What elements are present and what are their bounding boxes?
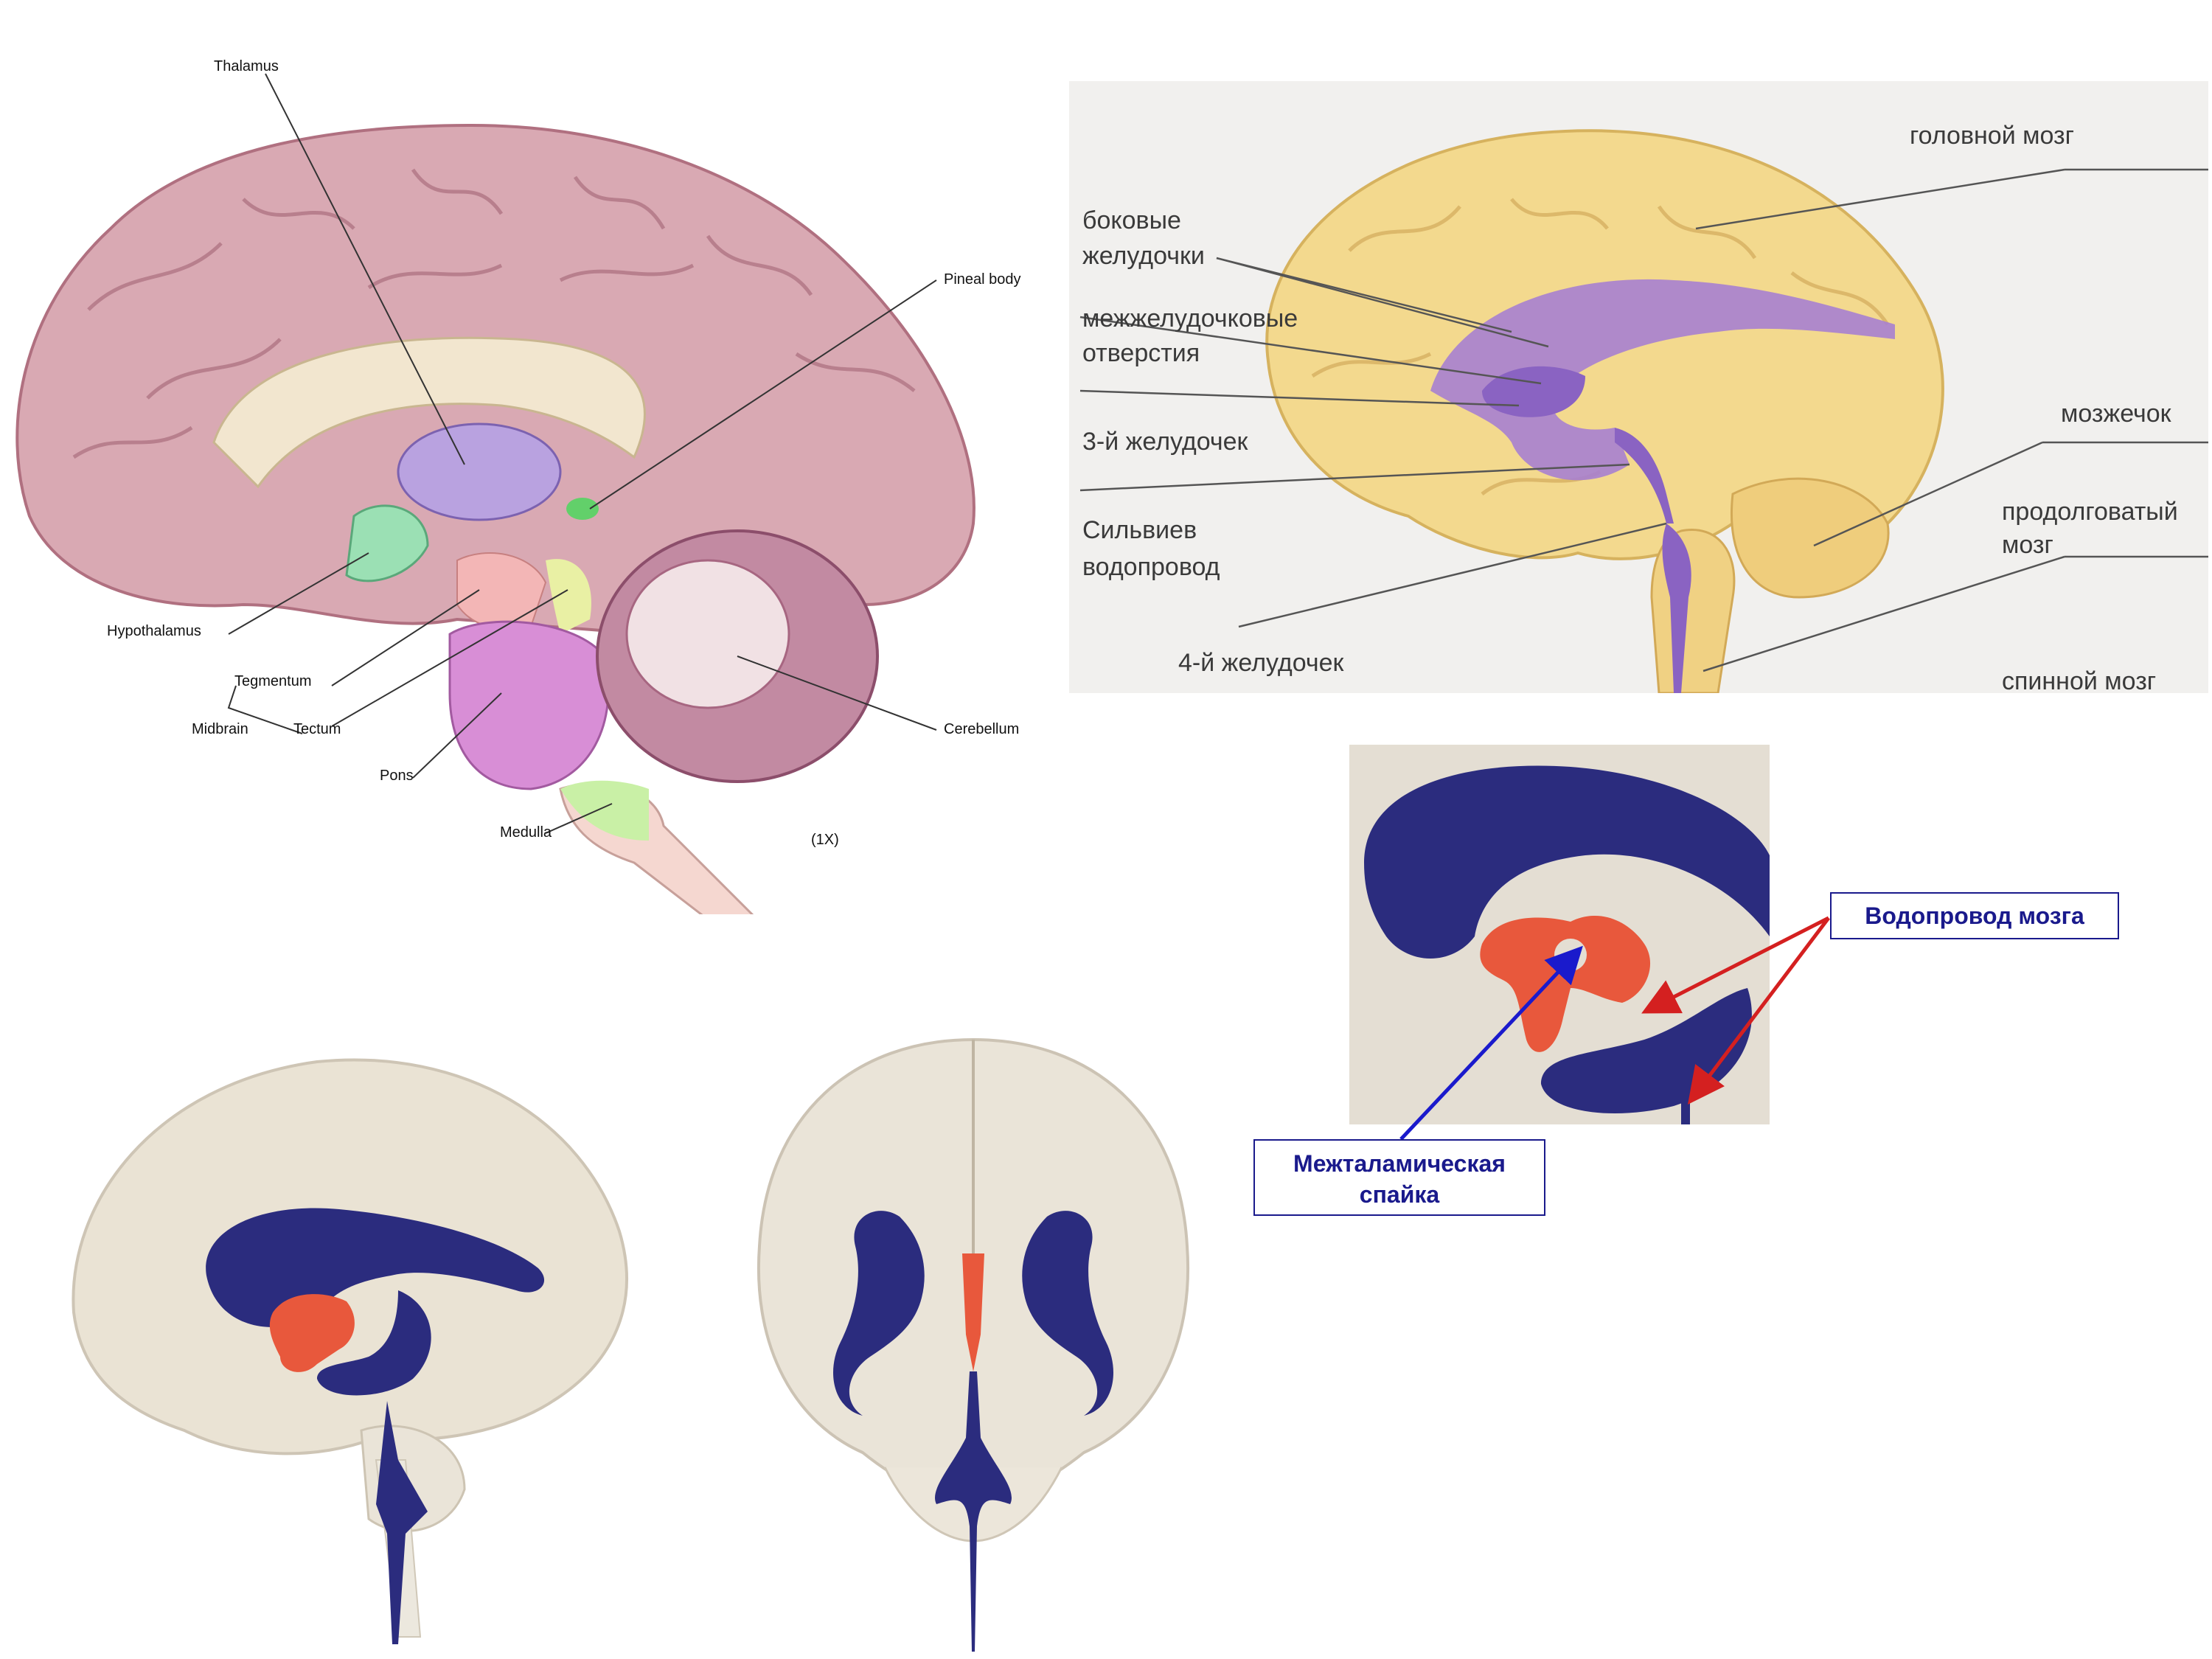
hypothalamus-region — [345, 504, 429, 582]
temporal-horn-3d — [317, 1290, 431, 1396]
tectum-region — [546, 559, 591, 634]
lateral-ventricles — [1430, 279, 1895, 481]
label-tegmentum: Tegmentum — [234, 673, 312, 689]
callout-adhesion-line1: Межталамическая — [1293, 1150, 1506, 1177]
third-ventricle-3d — [269, 1294, 355, 1372]
label-thalamus: Thalamus — [214, 58, 279, 74]
label-lateral-ventricles-1: боковые — [1082, 206, 1181, 234]
label-interventricular-2: отверстия — [1082, 339, 1200, 367]
third-ventricle-frontal — [962, 1253, 984, 1371]
thalamus-region — [397, 422, 562, 521]
label-scale: (1X) — [811, 832, 839, 848]
sagittal-brain-diagram: Thalamus Pineal body Hypothalamus Tegmen… — [15, 58, 1021, 914]
right-lateral-ventricle-frontal — [1022, 1211, 1113, 1416]
callout-interthalamic-adhesion: Межталамическая спайка — [1253, 1139, 1545, 1216]
label-midbrain: Midbrain — [192, 721, 248, 737]
label-cerebellum-ru: мозжечок — [2061, 400, 2172, 428]
medulla-green — [560, 780, 649, 841]
aqueduct-arrow-1 — [1641, 916, 1830, 1014]
fourth-ventricle-frontal — [935, 1371, 1012, 1652]
label-tectum: Tectum — [293, 721, 341, 737]
callout-aqueduct: Водопровод мозга — [1830, 892, 2119, 939]
yellow-cerebellum — [1731, 477, 1890, 599]
label-hypothalamus: Hypothalamus — [107, 623, 201, 639]
label-medulla-2: мозг — [2002, 531, 2053, 559]
pons-region — [448, 620, 610, 790]
label-third-ventricle: 3-й желудочек — [1082, 428, 1249, 456]
label-aqueduct-1: Сильвиев — [1082, 516, 1197, 544]
label-medulla-1: продолговатый — [2002, 498, 2178, 526]
callout-adhesion-line2: спайка — [1359, 1181, 1440, 1208]
label-medulla: Medulla — [500, 824, 552, 841]
label-brain: головной мозг — [1910, 122, 2074, 150]
label-pons: Pons — [380, 768, 414, 784]
label-cerebellum: Cerebellum — [944, 721, 1019, 737]
detail-lateral-ventricle-upper — [1364, 765, 1770, 959]
fourth-ventricle-3d — [376, 1401, 428, 1644]
label-interventricular-1: межжелудочковые — [1082, 305, 1298, 333]
ventricles-diagram: головной мозг боковые желудочки межжелуд… — [1069, 81, 2208, 693]
aqueduct-arrow-2 — [1687, 917, 1830, 1105]
pineal-body-region — [566, 498, 599, 520]
cerebral-aqueduct — [1615, 428, 1674, 524]
brain-3d-frontal — [757, 1037, 1190, 1652]
adhesion-arrow — [1399, 945, 1583, 1141]
fourth-ventricle — [1662, 524, 1691, 693]
corpus-callosum — [212, 336, 646, 489]
label-fourth-ventricle: 4-й желудочек — [1178, 649, 1345, 677]
tegmentum-region — [456, 552, 547, 630]
brain-3d-lateral — [72, 1058, 628, 1644]
label-pineal-body: Pineal body — [944, 271, 1021, 288]
label-lateral-ventricles-2: желудочки — [1082, 242, 1205, 270]
label-spinal-cord: спинной мозг — [2002, 667, 2156, 693]
label-aqueduct-2: водопровод — [1082, 553, 1220, 581]
left-lateral-ventricle-frontal — [833, 1211, 925, 1416]
